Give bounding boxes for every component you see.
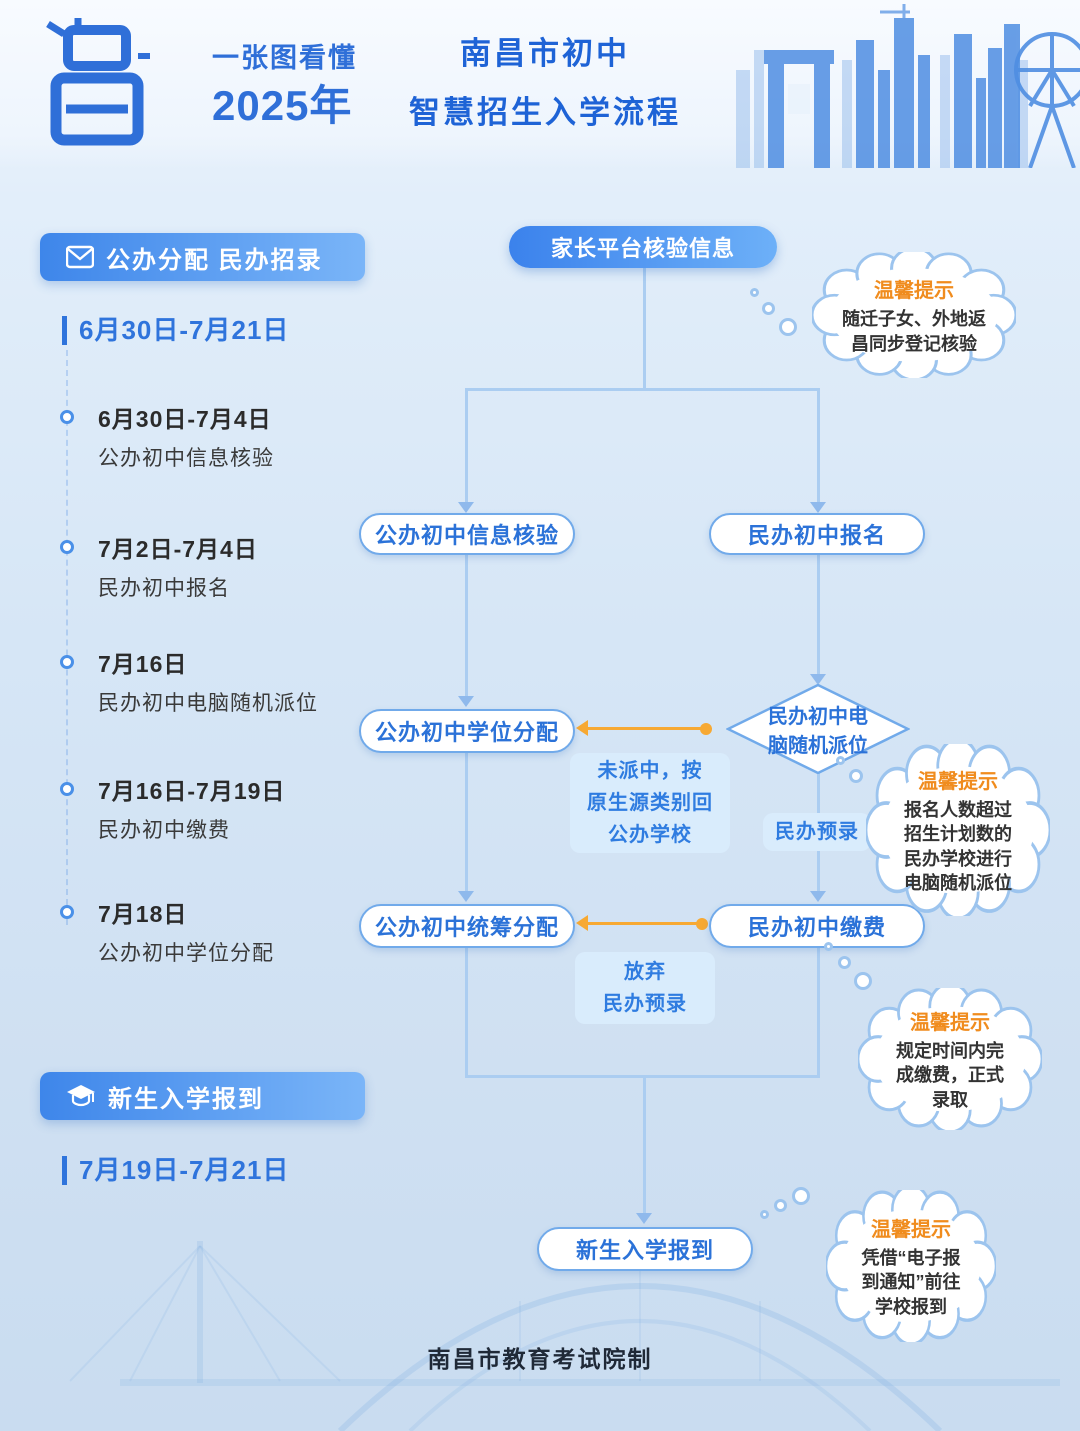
lottery-label: 民办初中电 脑随机派位 [768, 706, 868, 757]
orange-dot [696, 918, 708, 930]
thought-bubble [849, 769, 863, 783]
flow-node-lottery: 民办初中电 脑随机派位 [725, 683, 911, 775]
connector [465, 947, 468, 1077]
timeline-label: 民办初中缴费 [98, 819, 230, 842]
timeline-item: 7月16日-7月19日 民办初中缴费 [98, 772, 368, 844]
timeline-dot [60, 655, 74, 669]
tip-cloud-2: 温馨提示 报名人数超过 招生计划数的 民办学校进行 电脑随机派位 [866, 744, 1050, 916]
tip-body: 规定时间内完 成缴费，正式 录取 [896, 1041, 1004, 1110]
flow-node-public-verify: 公办初中信息核验 [359, 513, 575, 555]
section1-title: 公办分配 民办招录 [106, 246, 323, 274]
timeline-label: 民办初中报名 [98, 577, 230, 600]
timeline-dot [60, 540, 74, 554]
timeline-date: 7月16日 [98, 651, 188, 677]
thought-bubble [774, 1199, 787, 1212]
tip-title: 温馨提示 [918, 770, 998, 793]
timeline-label: 公办初中学位分配 [98, 942, 274, 965]
timeline-dot [60, 410, 74, 424]
arrowhead-down [810, 674, 826, 685]
arrowhead-down [810, 891, 826, 902]
timeline-dot [60, 905, 74, 919]
section1-date-range: 6月30日-7月21日 [62, 316, 289, 345]
thought-bubble [824, 942, 833, 951]
connector [465, 1075, 820, 1078]
arrowhead-down [458, 502, 474, 513]
city-skyline [736, 4, 1080, 168]
timeline-item: 7月16日 民办初中电脑随机派位 [98, 645, 368, 717]
footer-credit: 南昌市教育考试院制 [427, 1346, 653, 1372]
year: 2025年 [212, 82, 353, 129]
arrowhead-left-orange [576, 915, 588, 931]
timeline-line [66, 350, 68, 925]
title-line2: 智慧招生入学流程 [409, 95, 681, 130]
tip-body: 随迁子女、外地返 昌同步登记核验 [842, 309, 986, 354]
thought-bubble [762, 302, 775, 315]
label-pre-admit: 民办预录 [763, 813, 871, 851]
arrowhead-down [636, 1213, 652, 1224]
envelope-icon [66, 245, 94, 269]
graduation-cap-icon [67, 1085, 95, 1107]
arrowhead-down [810, 502, 826, 513]
thought-bubble [836, 756, 845, 765]
tip-title: 温馨提示 [874, 280, 954, 303]
thought-bubble [750, 288, 759, 297]
logo [46, 18, 150, 146]
title-line1: 南昌市初中 [460, 36, 630, 71]
timeline-date: 7月18日 [98, 901, 188, 927]
tip-body: 凭借“电子报 到通知”前往 学校报到 [861, 1248, 961, 1317]
arrowhead-left-orange [576, 720, 588, 736]
flow-node-private-pay: 民办初中缴费 [709, 904, 925, 948]
section-header-allocation: 公办分配 民办招录 [40, 233, 365, 281]
connector [465, 555, 468, 697]
page-title: 南昌市初中 智慧招生入学流程 [360, 28, 730, 132]
tip-title: 温馨提示 [871, 1219, 951, 1242]
tip-title: 温馨提示 [910, 1012, 990, 1035]
timeline-item: 6月30日-7月4日 公办初中信息核验 [98, 400, 368, 472]
timeline-date: 7月2日-7月4日 [98, 536, 258, 562]
flow-node-final: 新生入学报到 [537, 1227, 753, 1271]
connector [465, 752, 468, 892]
flow-node-private-register: 民办初中报名 [709, 513, 925, 555]
thought-bubble [779, 318, 797, 336]
thought-bubble [760, 1210, 769, 1219]
flow-node-start: 家长平台核验信息 [509, 226, 777, 268]
arrowhead-down [458, 696, 474, 707]
flow-node-public-overall: 公办初中统筹分配 [359, 904, 575, 948]
arrowhead-down [458, 891, 474, 902]
orange-connector [588, 727, 704, 730]
timeline-dot [60, 782, 74, 796]
timeline-item: 7月18日 公办初中学位分配 [98, 895, 368, 967]
thought-bubble [854, 972, 872, 990]
connector [817, 947, 820, 1077]
tip-cloud-3: 温馨提示 规定时间内完 成缴费，正式 录取 [858, 988, 1042, 1130]
section2-date-range: 7月19日-7月21日 [62, 1156, 289, 1185]
timeline-label: 公办初中信息核验 [98, 447, 274, 470]
connector [465, 388, 820, 391]
flow-node-public-allocate: 公办初中学位分配 [359, 709, 575, 753]
label-not-selected: 未派中，按 原生源类别回 公办学校 [570, 753, 730, 853]
section-header-enrollment: 新生入学报到 [40, 1072, 365, 1120]
thought-bubble [838, 956, 851, 969]
timeline-label: 民办初中电脑随机派位 [98, 692, 318, 715]
connector [465, 388, 468, 504]
timeline-item: 7月2日-7月4日 民办初中报名 [98, 530, 368, 602]
bridge-decoration [69, 1241, 1060, 1431]
connector [643, 1075, 646, 1215]
tip-cloud-1: 温馨提示 随迁子女、外地返 昌同步登记核验 [812, 252, 1016, 378]
header: 一张图看懂 2025年 南昌市初中 智慧招生入学流程 [0, 0, 1080, 168]
section2-title: 新生入学报到 [108, 1085, 264, 1113]
orange-connector [588, 922, 700, 925]
timeline-date: 7月16日-7月19日 [98, 778, 286, 804]
timeline-date: 6月30日-7月4日 [98, 406, 272, 432]
connector [643, 268, 646, 390]
orange-dot [700, 723, 712, 735]
connector [817, 388, 820, 504]
tip-cloud-4: 温馨提示 凭借“电子报 到通知”前往 学校报到 [826, 1190, 996, 1342]
tagline: 一张图看懂 [212, 43, 357, 73]
tip-body: 报名人数超过 招生计划数的 民办学校进行 电脑随机派位 [904, 799, 1012, 893]
thought-bubble [792, 1187, 810, 1205]
connector [817, 555, 820, 677]
label-give-up: 放弃 民办预录 [575, 952, 715, 1024]
